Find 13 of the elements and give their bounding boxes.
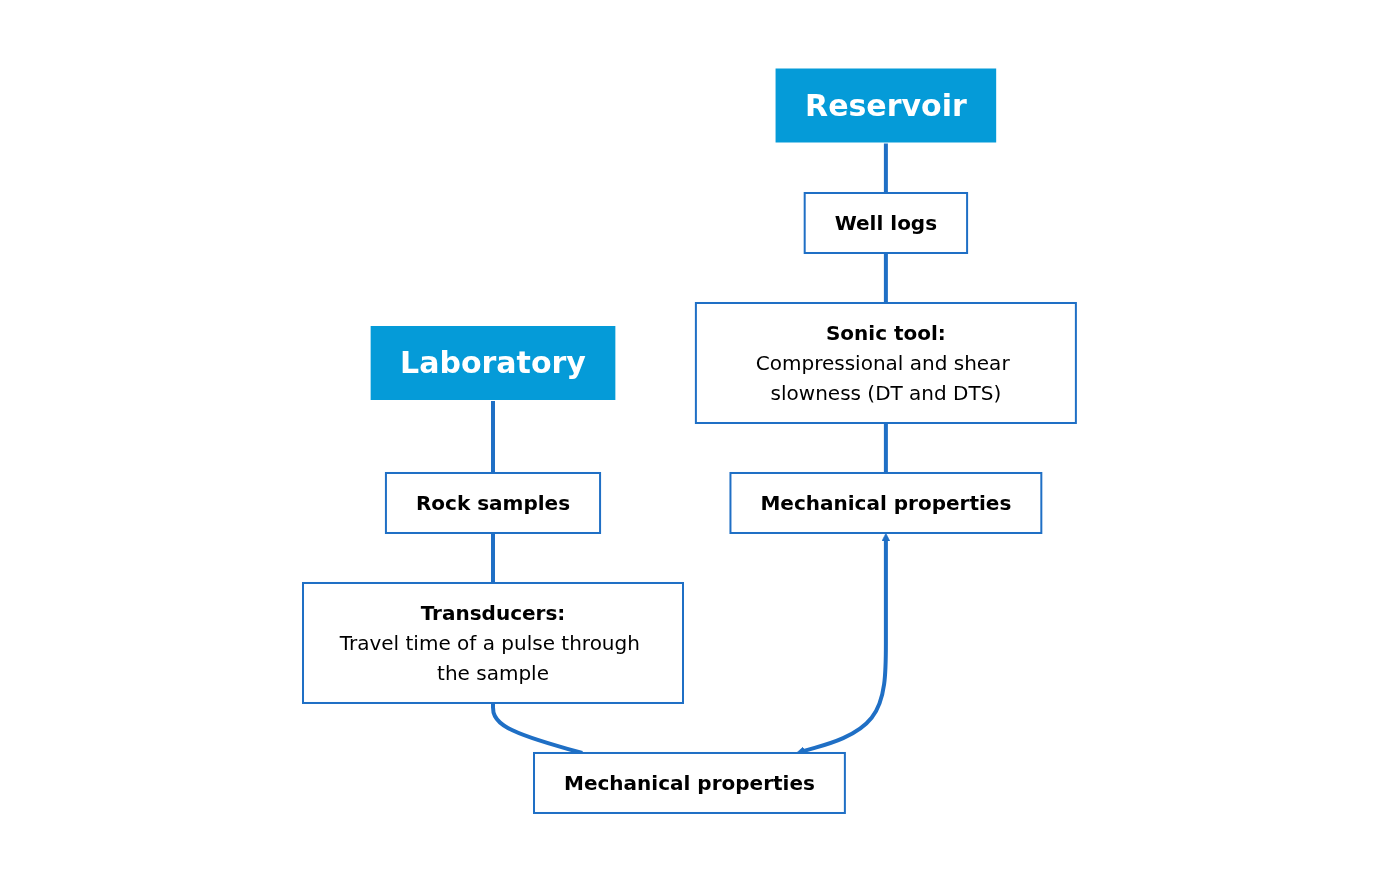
node-box: Rock samples [385,472,602,534]
node-box: Sonic tool: Compressional and shear slowness (DT and DTS) [694,302,1077,424]
connector [883,423,888,473]
node-box: Well logs [803,192,969,254]
connector [883,253,888,303]
node-box: Laboratory [369,325,617,401]
connector [491,400,496,473]
connector [491,533,496,583]
connector [883,143,888,193]
node-box: Mechanical properties [533,752,846,814]
node-box: Transducers: Travel time of a pulse through the sample [302,582,685,704]
node-box: Mechanical properties [729,472,1043,534]
node-box: Reservoir [774,67,998,144]
